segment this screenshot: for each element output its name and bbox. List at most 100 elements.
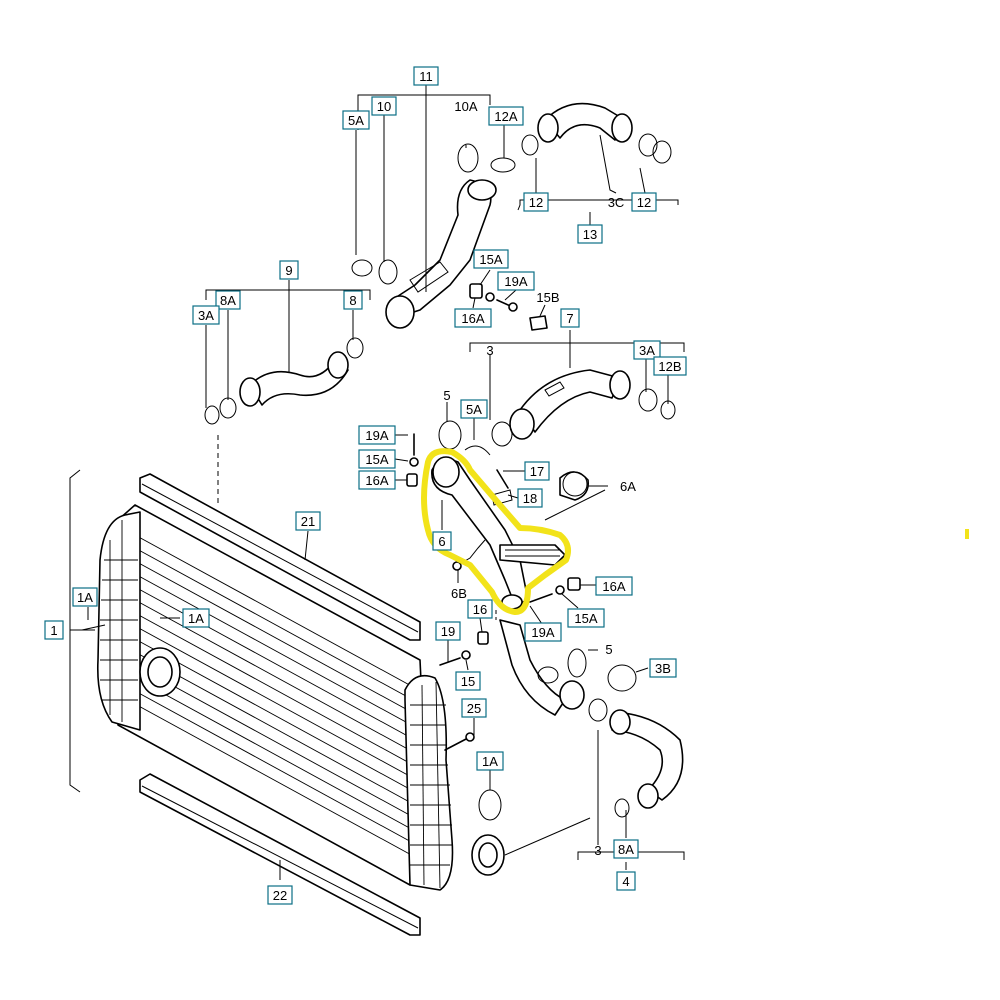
label-box-19A-right [524, 622, 562, 642]
hose-9 [204, 337, 364, 425]
label-17: 17 [530, 464, 544, 479]
label-box-16 [467, 599, 493, 619]
label-box-16A-left [358, 470, 396, 490]
label-1A-low: 1A [482, 754, 498, 769]
pipe-6 [406, 420, 590, 610]
label-8A-top: 8A [220, 293, 236, 308]
label-box-12B [653, 356, 687, 376]
label-box-17 [524, 461, 550, 481]
label-box-15A-top [473, 249, 509, 269]
hardware-top [469, 283, 548, 331]
label-box-5A-top [342, 110, 370, 130]
label-15A-right: 15A [574, 611, 597, 626]
leader-lines [69, 85, 685, 880]
label-box-1A-inner [182, 608, 210, 628]
label-box-3A-left [192, 305, 220, 325]
label-3A-left: 3A [198, 308, 214, 323]
label-12-right: 12 [637, 195, 651, 210]
label-13: 13 [583, 227, 597, 242]
label-16: 16 [473, 602, 487, 617]
intercooler [96, 473, 505, 936]
label-19A-right: 19A [531, 625, 554, 640]
label-box-8A-top [215, 290, 241, 310]
label-box-19A-left [358, 425, 396, 445]
label-box-7 [560, 308, 580, 328]
hardware-right [439, 577, 581, 751]
label-1A-outer: 1A [77, 590, 93, 605]
label-box-12-left [523, 192, 549, 212]
label-12A: 12A [494, 109, 517, 124]
label-box-12A [488, 106, 524, 126]
label-5-low: 5 [605, 642, 612, 657]
label-box-16A-right [595, 576, 633, 596]
label-16A-left: 16A [365, 473, 388, 488]
pipe-11 [351, 143, 516, 329]
label-15B: 15B [536, 290, 559, 305]
label-16A-right: 16A [602, 579, 625, 594]
label-19A-top: 19A [504, 274, 527, 289]
label-12B: 12B [658, 359, 681, 374]
label-5A-top: 5A [348, 113, 364, 128]
label-1: 1 [50, 623, 57, 638]
label-5-mid: 5 [443, 388, 450, 403]
label-box-16A-top [454, 308, 492, 328]
label-box-3B [649, 658, 677, 678]
label-box-6 [432, 531, 452, 551]
label-25: 25 [467, 701, 481, 716]
label-box-13 [577, 224, 603, 244]
hose-13 [521, 102, 672, 164]
label-15A-left: 15A [365, 452, 388, 467]
label-5A-mid: 5A [466, 402, 482, 417]
label-box-8 [343, 290, 363, 310]
callout-labels: 11 5A 10 10A 12A 12 3C 12 13 15A 19A 15B… [44, 66, 687, 905]
hose-4 [478, 619, 684, 821]
label-8: 8 [349, 293, 356, 308]
label-6B: 6B [451, 586, 467, 601]
label-3-top: 3 [486, 343, 493, 358]
label-10: 10 [377, 99, 391, 114]
label-15A-top: 15A [479, 252, 502, 267]
label-box-15A-right [567, 608, 605, 628]
label-4: 4 [622, 874, 629, 889]
label-box-3A-right [633, 340, 661, 360]
label-22: 22 [273, 888, 287, 903]
label-box-1A-outer [72, 587, 98, 607]
label-box-10 [371, 96, 397, 116]
label-box-12-right [631, 192, 657, 212]
label-6: 6 [438, 534, 445, 549]
label-15: 15 [461, 674, 475, 689]
label-box-18 [517, 488, 543, 508]
label-16A-top: 16A [461, 311, 484, 326]
label-3-low: 3 [594, 843, 601, 858]
label-box-22 [267, 885, 293, 905]
label-box-9 [279, 260, 299, 280]
label-3A-right: 3A [639, 343, 655, 358]
label-12-left: 12 [529, 195, 543, 210]
label-6A: 6A [620, 479, 636, 494]
label-18: 18 [523, 491, 537, 506]
label-box-1 [44, 620, 64, 640]
label-box-19A-top [497, 271, 535, 291]
label-box-25 [461, 698, 487, 718]
label-11: 11 [419, 69, 433, 84]
label-3B: 3B [655, 661, 671, 676]
label-19: 19 [441, 624, 455, 639]
label-box-4 [616, 871, 636, 891]
label-9: 9 [285, 263, 292, 278]
label-box-15A-left [358, 449, 396, 469]
label-box-15 [455, 671, 481, 691]
label-3C: 3C [608, 195, 625, 210]
label-box-11 [413, 66, 439, 86]
label-box-5A-mid [460, 399, 488, 419]
label-box-19 [435, 621, 461, 641]
label-box-1A-low [476, 751, 504, 771]
highlight-outline [421, 448, 571, 615]
hose-7 [491, 369, 676, 447]
label-box-21 [295, 511, 321, 531]
label-19A-left: 19A [365, 428, 388, 443]
label-8A-low: 8A [618, 842, 634, 857]
label-21: 21 [301, 514, 315, 529]
label-7: 7 [566, 311, 573, 326]
label-1A-inner: 1A [188, 611, 204, 626]
